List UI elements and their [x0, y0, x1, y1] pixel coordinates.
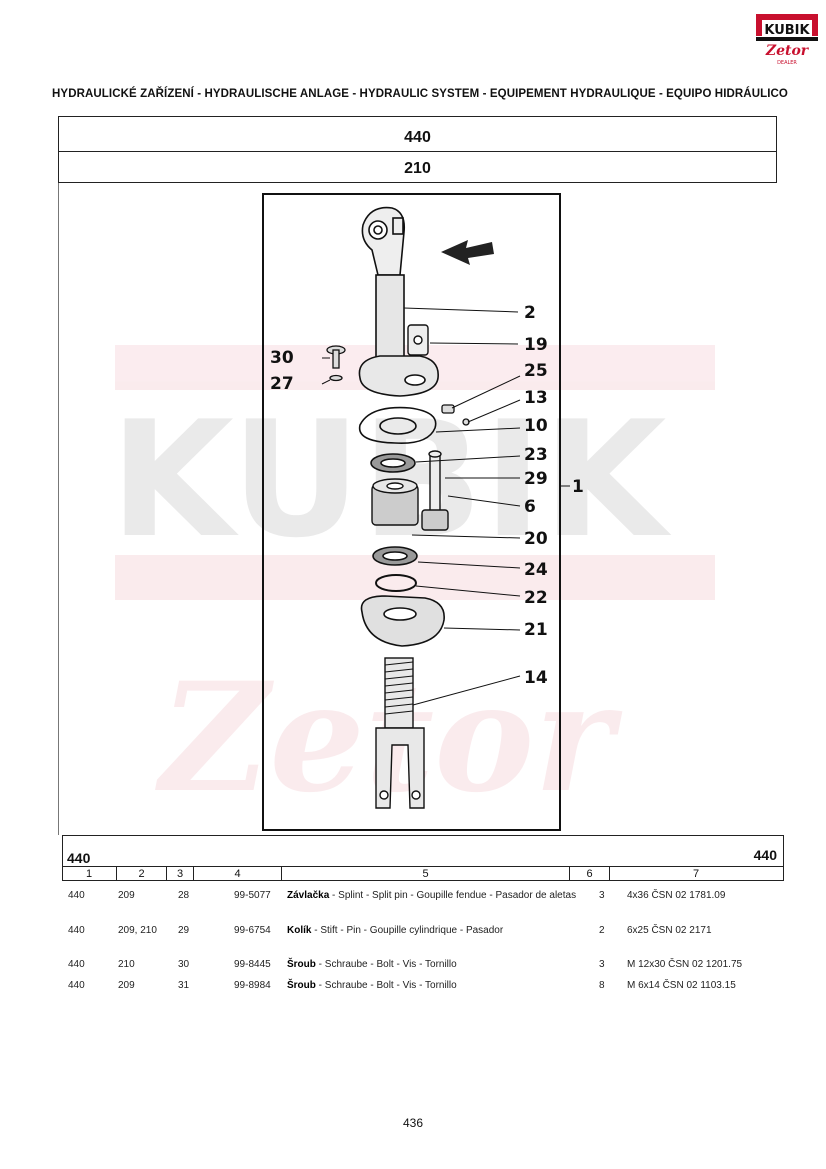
- callout-24: 24: [524, 560, 548, 580]
- column-headers: 1 2 3 4 5 6 7: [62, 866, 784, 881]
- table-code-right: 440: [753, 847, 777, 863]
- part-small-bolt: [441, 404, 470, 426]
- part-bearing-lower: [372, 546, 418, 566]
- callout-29: 29: [524, 469, 548, 489]
- callout-1: 1: [572, 477, 584, 497]
- col-1: 1: [62, 867, 117, 881]
- callout-25: 25: [524, 361, 548, 381]
- callout-23: 23: [524, 445, 548, 465]
- callout-14: 14: [524, 668, 548, 688]
- callout-2: 2: [524, 303, 536, 323]
- callout-19: 19: [524, 335, 548, 355]
- callout-10: 10: [524, 416, 548, 436]
- part-housing-lower: [360, 595, 445, 647]
- exploded-diagram: KUBIK Zetor: [110, 193, 715, 831]
- part-clevis: [407, 324, 429, 356]
- col-5: 5: [282, 867, 570, 881]
- group-box: 210: [58, 151, 777, 183]
- part-bearing-upper: [370, 453, 416, 473]
- part-ring: [375, 574, 417, 592]
- col-6: 6: [570, 867, 610, 881]
- callout-22: 22: [524, 588, 548, 608]
- part-gear: [371, 478, 419, 526]
- model-box: 440: [58, 116, 777, 152]
- part-housing-upper: [358, 355, 439, 397]
- svg-text:KUBIK: KUBIK: [764, 23, 810, 38]
- col-4: 4: [194, 867, 282, 881]
- callout-20: 20: [524, 529, 548, 549]
- direction-arrow-icon: [441, 240, 494, 265]
- callout-27: 27: [270, 374, 294, 394]
- col-2: 2: [117, 867, 167, 881]
- svg-text:Zetor: Zetor: [765, 43, 810, 59]
- part-lift-rod: [361, 206, 406, 361]
- table-code-left: 440: [67, 850, 91, 866]
- svg-text:DEALER: DEALER: [777, 60, 797, 66]
- page-title: HYDRAULICKÉ ZAŘÍZENÍ - HYDRAULISCHE ANLA…: [52, 88, 788, 100]
- part-gasket: [358, 406, 437, 445]
- col-3: 3: [167, 867, 194, 881]
- leader-lines: [321, 307, 570, 706]
- page-number: 436: [402, 1116, 424, 1130]
- callout-6: 6: [524, 497, 536, 517]
- callout-13: 13: [524, 388, 548, 408]
- frame-line: [58, 183, 59, 835]
- kubik-zetor-logo: KUBIK Zetor DEALER: [756, 14, 818, 66]
- diagram-frame: [262, 193, 561, 831]
- part-pinion-shaft: [421, 450, 449, 531]
- part-threaded-fork: [375, 657, 425, 809]
- part-bolt: [326, 345, 346, 382]
- callout-21: 21: [524, 620, 548, 640]
- col-7: 7: [692, 868, 700, 880]
- callout-30: 30: [270, 348, 294, 368]
